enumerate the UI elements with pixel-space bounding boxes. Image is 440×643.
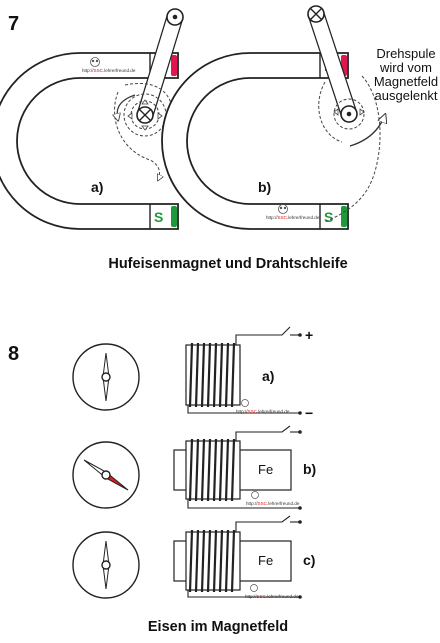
watermark-logo-a: http://SSC.lehrerfreund.de [82, 57, 136, 73]
coil-c: Fe [173, 515, 302, 599]
row-label-a: a) [262, 368, 274, 384]
core-label-b: Fe [258, 462, 273, 477]
switch-a [235, 326, 291, 345]
north-pole-marker-a [171, 55, 177, 76]
south-pole-label-b: S [324, 209, 333, 225]
svg-text:Drehspule: Drehspule [376, 46, 435, 61]
south-pole-marker-b [341, 206, 347, 227]
figure7-caption: Hufeisenmagnet und Drahtschleife [108, 256, 347, 272]
south-pole-label-a: S [154, 209, 163, 225]
svg-text:wird vom: wird vom [379, 60, 432, 75]
switch-b [235, 425, 291, 441]
svg-text:ausgelenkt: ausgelenkt [375, 88, 438, 103]
core-label-c: Fe [258, 553, 273, 568]
compass-c [72, 531, 140, 599]
panel-label-b: b) [258, 179, 271, 195]
figure7-number: 7 [8, 13, 19, 35]
watermark-text-b: http://SSC.lehrerfreund.de [266, 215, 320, 220]
watermark-logo-c: http://SSC.lehrerfreund.de [236, 399, 290, 414]
watermark-logo-e: http://SSC.lehrerfreund.de [245, 584, 299, 599]
coil-a: + − [185, 326, 313, 421]
coil-b: Fe [173, 425, 302, 510]
wire-loop-b [307, 5, 385, 223]
plus-sign: + [305, 327, 313, 343]
watermark-logo-d: http://SSC.lehrerfreund.de [246, 491, 300, 506]
note-drehspule: Drehspule wird vom Magnetfeld ausgelenkt [374, 46, 438, 103]
watermark-logo-b: http://SSC.lehrerfreund.de [266, 204, 320, 220]
horseshoe-magnet-b: N S [161, 52, 349, 230]
watermark-text-a: http://SSC.lehrerfreund.de [82, 68, 136, 73]
panel-label-a: a) [91, 179, 103, 195]
south-pole-marker-a [171, 206, 177, 227]
compass-a [72, 343, 140, 411]
compass-b [72, 441, 140, 509]
svg-text:http://SSC.lehrerfreund.de: http://SSC.lehrerfreund.de [245, 594, 299, 599]
minus-sign: − [305, 405, 313, 421]
svg-text:http://SSC.lehrerfreund.de: http://SSC.lehrerfreund.de [236, 409, 290, 414]
row-label-c: c) [303, 552, 315, 568]
svg-text:http://SSC.lehrerfreund.de: http://SSC.lehrerfreund.de [246, 501, 300, 506]
switch-c [235, 515, 291, 532]
row-label-b: b) [303, 461, 316, 477]
figure8-caption: Eisen im Magnetfeld [148, 619, 288, 635]
figure8-number: 8 [8, 343, 19, 365]
svg-text:Magnetfeld: Magnetfeld [374, 74, 438, 89]
